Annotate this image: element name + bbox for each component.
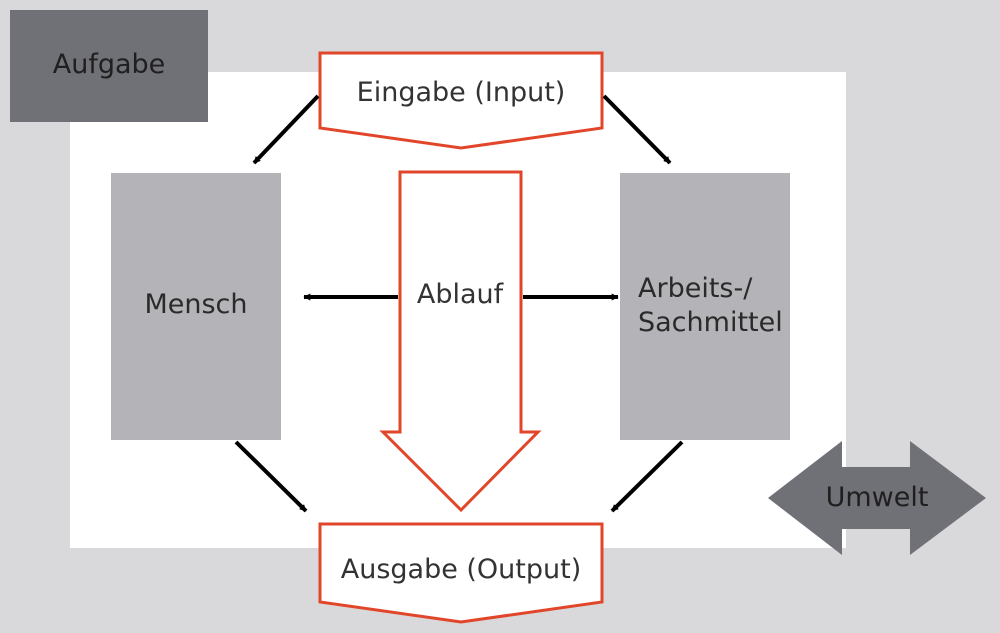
task-label: Aufgabe	[53, 49, 166, 80]
output-label: Ausgabe (Output)	[341, 554, 582, 585]
input-to-human-arrow	[252, 94, 320, 165]
task-box	[10, 10, 208, 122]
equipment-label-line2: Sachmittel	[638, 307, 783, 338]
human-box	[111, 173, 281, 440]
environment-arrow	[768, 441, 986, 555]
environment-label: Umwelt	[826, 482, 929, 513]
human-to-output-arrow	[234, 440, 308, 513]
input-label: Eingabe (Input)	[357, 77, 566, 108]
input-to-equipment-arrow	[602, 94, 672, 165]
process-label: Ablauf	[417, 279, 505, 310]
output-shape	[318, 522, 604, 624]
human-label: Mensch	[144, 289, 247, 320]
equipment-to-output-arrow	[610, 440, 684, 513]
equipment-box	[620, 173, 790, 440]
equipment-label-line1: Arbeits-/	[638, 273, 753, 304]
input-shape	[318, 51, 604, 150]
process-arrow	[379, 170, 542, 513]
